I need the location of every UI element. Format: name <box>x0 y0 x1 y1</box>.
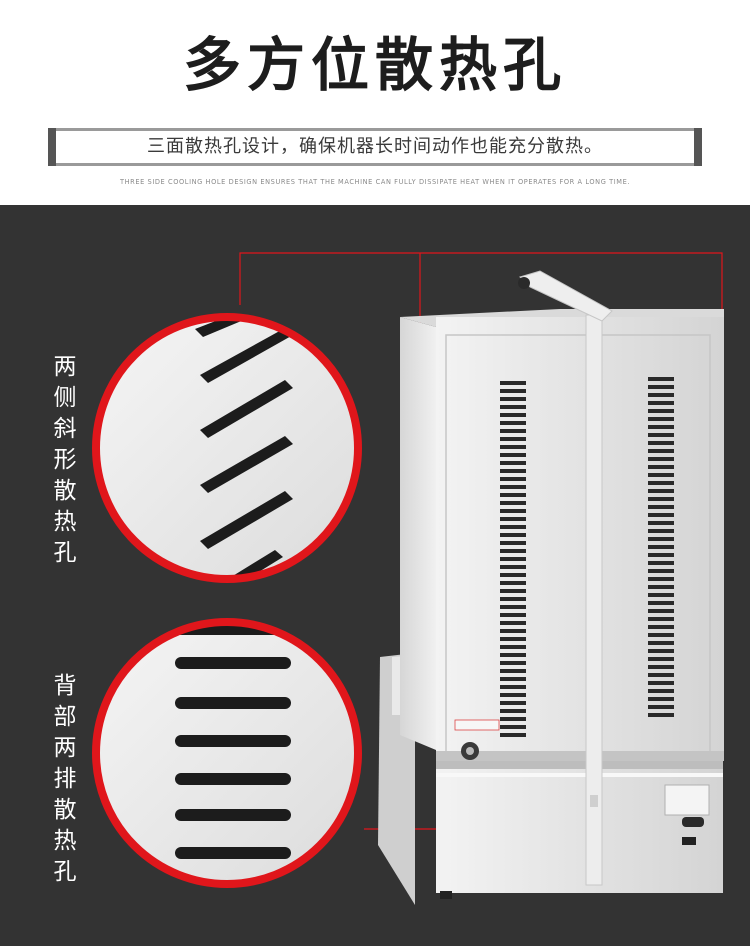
back-vent-label: 背 部 两 排 散 热 孔 <box>53 673 77 885</box>
product-illustration <box>92 252 724 905</box>
side-vent-label: 两 侧 斜 形 散 热 孔 <box>53 354 77 566</box>
subtitle-box: 三面散热孔设计，确保机器长时间动作也能充分散热。 <box>48 128 702 166</box>
zoom-side-vents <box>92 313 362 583</box>
spit-pole <box>518 270 613 886</box>
english-caption: THREE SIDE COOLING HOLE DESIGN ENSURES T… <box>119 178 631 186</box>
page-title: 多方位散热孔 <box>182 31 567 99</box>
subtitle: 三面散热孔设计，确保机器长时间动作也能充分散热。 <box>147 136 603 157</box>
zoom-back-vents <box>92 618 362 888</box>
machine-cabinet <box>400 309 724 761</box>
back-vent-left <box>500 381 526 737</box>
header: 多方位散热孔 三面散热孔设计，确保机器长时间动作也能充分散热。 THREE SI… <box>0 0 750 205</box>
back-vent-right <box>648 377 674 717</box>
